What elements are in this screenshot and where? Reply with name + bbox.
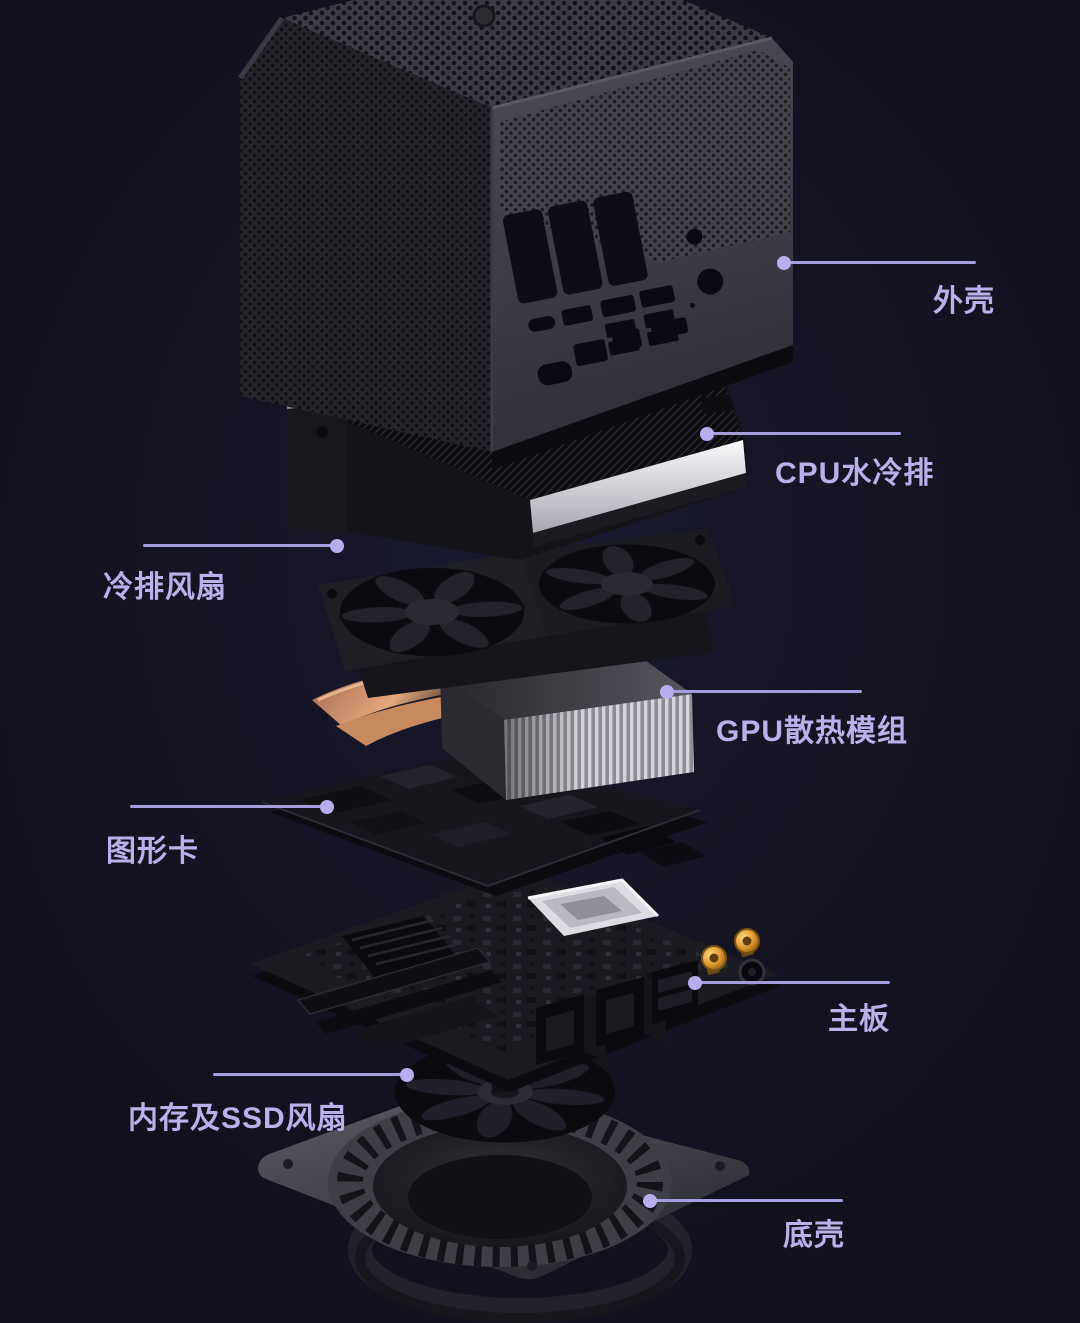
- bottom-shell: [258, 1088, 750, 1280]
- label-gpu-cooler: GPU散热模组: [716, 715, 909, 748]
- leader-line: [130, 805, 327, 808]
- leader-dot: [643, 1194, 657, 1208]
- label-graphics-card: 图形卡: [106, 835, 199, 868]
- label-bottom-shell: 底壳: [783, 1219, 845, 1252]
- label-radiator-fans: 冷排风扇: [103, 571, 227, 604]
- leader-dot: [700, 427, 714, 441]
- label-cpu-radiator: CPU水冷排: [775, 457, 935, 490]
- leader-dot: [688, 976, 702, 990]
- radiator-fans: [318, 528, 736, 698]
- motherboard: [250, 868, 780, 1092]
- leader-dot: [777, 256, 791, 270]
- label-case: 外壳: [933, 285, 995, 318]
- label-memory-ssd-fan: 内存及SSD风扇: [128, 1102, 348, 1135]
- rear-io-ports: [502, 191, 724, 386]
- leader-line: [694, 981, 890, 984]
- leader-dot: [330, 539, 344, 553]
- label-motherboard: 主板: [828, 1003, 890, 1036]
- leader-line: [649, 1199, 843, 1202]
- leader-line: [143, 544, 337, 547]
- leader-dot: [660, 685, 674, 699]
- case-shell: [237, 0, 793, 470]
- leader-dot: [400, 1068, 414, 1082]
- leader-dot: [320, 800, 334, 814]
- leader-line: [666, 690, 862, 693]
- leader-line: [783, 261, 976, 264]
- antenna-connectors: [701, 928, 760, 976]
- leader-line: [213, 1073, 407, 1076]
- leader-line: [706, 432, 901, 435]
